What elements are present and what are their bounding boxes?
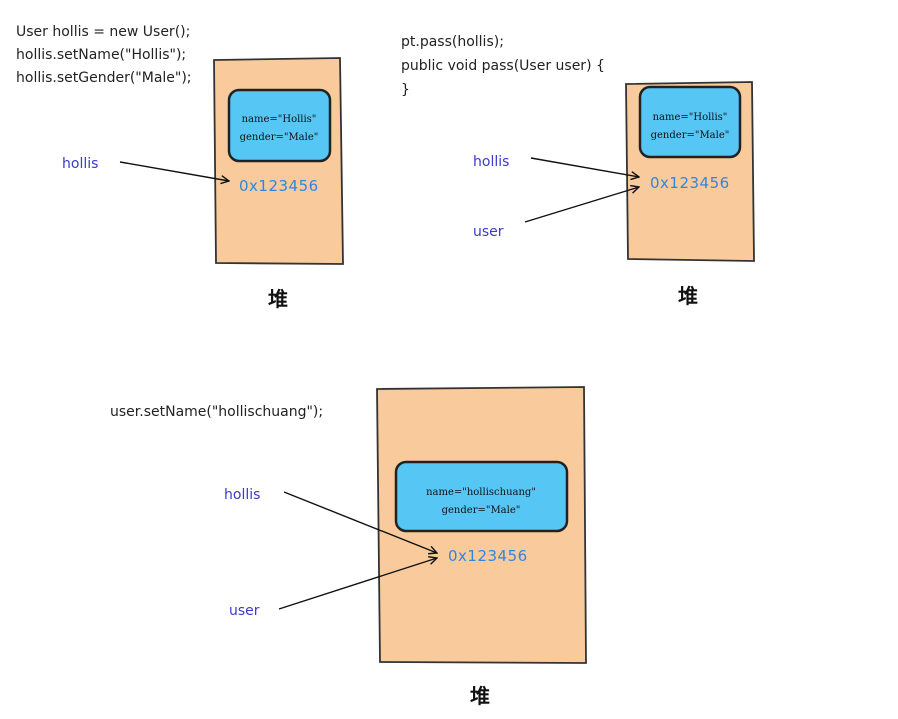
object-name-field: name="hollischuang" — [426, 487, 536, 498]
panel-2: pt.pass(hollis); public void pass(User u… — [401, 34, 755, 308]
code-line: } — [401, 82, 410, 98]
object-address: 0x123456 — [448, 547, 528, 565]
code-line: pt.pass(hollis); — [401, 34, 504, 50]
code-line: hollis.setGender("Male"); — [16, 70, 192, 86]
code-line: hollis.setName("Hollis"); — [16, 47, 186, 63]
code-line: user.setName("hollischuang"); — [110, 404, 323, 420]
variable-hollis: hollis — [224, 487, 260, 503]
object-address: 0x123456 — [650, 174, 730, 192]
object-name-field: name="Hollis" — [242, 114, 317, 125]
user-object — [638, 85, 742, 159]
user-object — [394, 460, 569, 533]
reference-arrow-hollis — [530, 157, 639, 177]
object-address: 0x123456 — [239, 177, 319, 195]
reference-arrow-hollis — [119, 161, 229, 181]
heap-label: 堆 — [678, 284, 698, 308]
object-gender-field: gender="Male" — [240, 132, 319, 143]
user-object — [227, 88, 332, 163]
object-gender-field: gender="Male" — [651, 130, 730, 141]
object-gender-field: gender="Male" — [442, 505, 521, 516]
reference-arrow-user — [524, 187, 639, 223]
variable-user: user — [229, 603, 260, 619]
panel-1: User hollis = new User(); hollis.setName… — [16, 24, 344, 311]
variable-hollis: hollis — [62, 156, 98, 172]
variable-hollis: hollis — [473, 154, 509, 170]
code-line: public void pass(User user) { — [401, 58, 605, 74]
panel-3: user.setName("hollischuang"); name="holl… — [110, 386, 587, 708]
heap-label: 堆 — [470, 684, 490, 708]
object-name-field: name="Hollis" — [653, 112, 728, 123]
reference-arrow-hollis — [283, 491, 437, 553]
reference-arrow-user — [278, 558, 437, 610]
variable-user: user — [473, 224, 504, 240]
code-line: User hollis = new User(); — [16, 24, 190, 40]
heap-label: 堆 — [268, 287, 288, 311]
